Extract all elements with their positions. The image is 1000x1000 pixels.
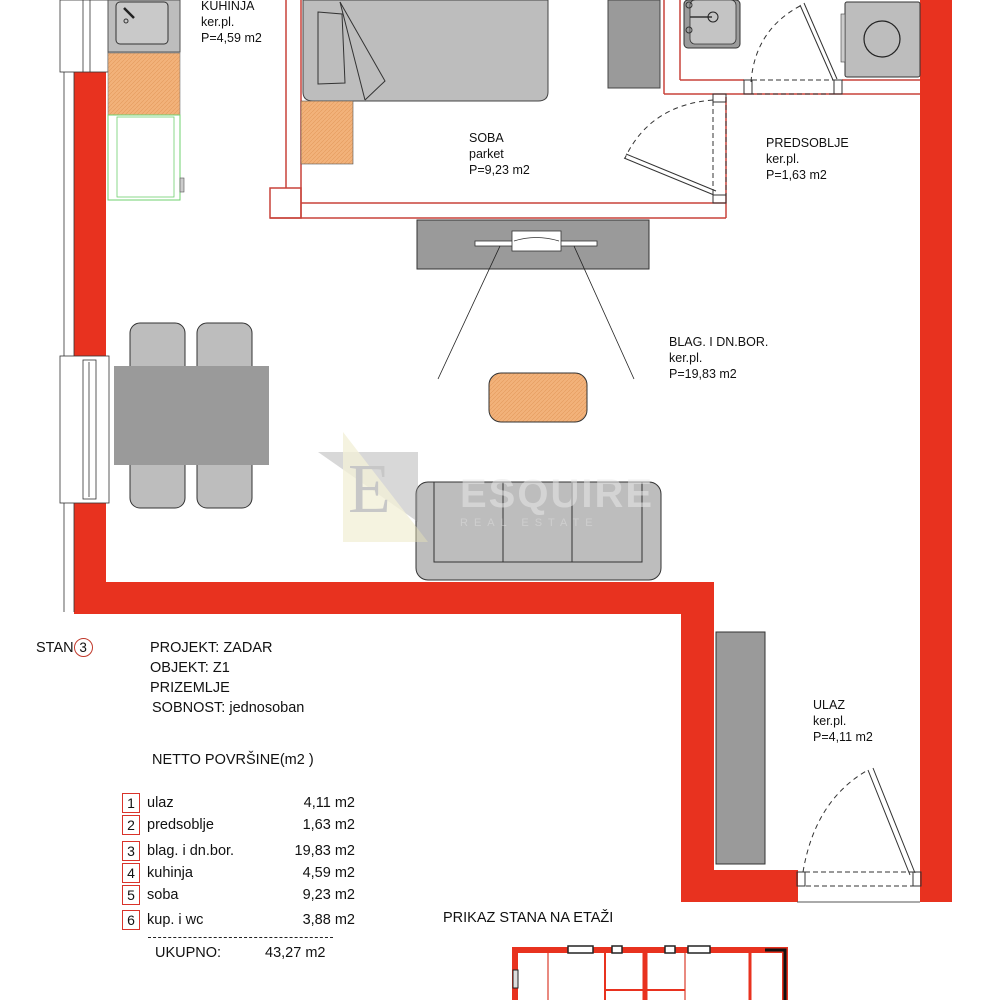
entrance-door	[796, 767, 922, 903]
room-label-ulaz: ULAZ ker.pl. P=4,11 m2	[813, 697, 873, 745]
area-number: 3	[122, 841, 140, 861]
area-name: blag. i dn.bor.	[147, 843, 235, 859]
bathroom-sink	[683, 0, 741, 49]
room-floor: ker.pl.	[201, 15, 235, 29]
washing-machine	[840, 1, 921, 78]
bathroom-door	[743, 2, 843, 95]
room-floor: ker.pl.	[669, 351, 703, 365]
room-label-soba: SOBA parket P=9,23 m2	[469, 130, 530, 178]
room-area: P=19,83 m2	[669, 367, 737, 381]
area-number: 5	[122, 885, 140, 905]
kitchen-counter	[107, 0, 185, 201]
area-number: 4	[122, 863, 140, 883]
area-value: 1,63 m2	[302, 817, 355, 833]
area-row: 6 kup. i wc 3,88 m2	[122, 909, 355, 931]
object-name: OBJEKT: Z1	[150, 660, 230, 676]
room-name: ULAZ	[813, 698, 845, 712]
entrance-wardrobe	[715, 631, 766, 865]
area-row: 1 ulaz 4,11 m2	[122, 792, 355, 814]
bed	[302, 0, 549, 102]
area-row: 5 soba 9,23 m2	[122, 884, 355, 906]
area-name: predsoblje	[147, 817, 214, 833]
overview-plan	[512, 945, 788, 1000]
area-row: 2 predsoblje 1,63 m2	[122, 814, 355, 836]
area-name: soba	[147, 887, 179, 903]
room-area: P=1,63 m2	[766, 168, 827, 182]
tv-unit	[416, 219, 650, 380]
sofa	[415, 481, 662, 581]
room-area: P=4,11 m2	[813, 730, 873, 744]
stan-number-badge: 3	[73, 638, 93, 657]
area-number: 6	[122, 910, 140, 930]
room-name: SOBA	[469, 131, 504, 145]
room-floor: parket	[469, 147, 504, 161]
total-label: UKUPNO:	[155, 945, 222, 961]
soba-door	[623, 93, 727, 204]
overview-title: PRIKAZ STANA NA ETAŽI	[443, 910, 614, 926]
area-value: 4,59 m2	[302, 865, 355, 881]
window-left-middle	[59, 355, 110, 504]
area-value: 3,88 m2	[302, 912, 355, 928]
total-divider	[148, 937, 333, 938]
project-name: PROJEKT: ZADAR	[150, 640, 273, 656]
area-value: 19,83 m2	[294, 843, 355, 859]
area-table: 1 ulaz 4,11 m2 2 predsoblje 1,63 m2 3 bl…	[122, 792, 355, 931]
room-label-predsoblje: PREDSOBLJE ker.pl. P=1,63 m2	[766, 135, 849, 183]
apartment-label: STAN 3	[36, 638, 93, 657]
stan-label: STAN	[36, 639, 74, 656]
window-left-top	[59, 0, 109, 612]
area-value: 4,11 m2	[303, 795, 355, 811]
room-name: BLAG. I DN.BOR.	[669, 335, 769, 349]
area-value: 9,23 m2	[302, 887, 355, 903]
netto-title: NETTO POVRŠINE(m2 )	[152, 752, 314, 768]
area-number: 2	[122, 815, 140, 835]
floor-level: PRIZEMLJE	[150, 680, 230, 696]
area-name: kuhinja	[147, 865, 193, 881]
area-row: 3 blag. i dn.bor. 19,83 m2	[122, 840, 355, 862]
area-name: ulaz	[147, 795, 174, 811]
room-label-kuhinja: KUHINJA ker.pl. P=4,59 m2	[201, 0, 262, 46]
area-number: 1	[122, 793, 140, 813]
room-count: SOBNOST: jednosoban	[152, 700, 305, 716]
dining-set	[114, 322, 269, 509]
room-name: PREDSOBLJE	[766, 136, 849, 150]
total-value: 43,27 m2	[265, 945, 326, 961]
area-name: kup. i wc	[147, 912, 204, 928]
room-name: KUHINJA	[201, 0, 255, 13]
coffee-table	[488, 372, 588, 423]
wardrobe	[607, 0, 661, 89]
nightstand	[300, 100, 354, 165]
project-info: PROJEKT: ZADAR OBJEKT: Z1 PRIZEMLJE SOBN…	[150, 638, 304, 718]
room-floor: ker.pl.	[813, 714, 847, 728]
room-area: P=4,59 m2	[201, 31, 262, 45]
room-label-blagovaonica: BLAG. I DN.BOR. ker.pl. P=19,83 m2	[669, 334, 768, 382]
area-row: 4 kuhinja 4,59 m2	[122, 862, 355, 884]
exterior-walls	[74, 0, 952, 902]
room-area: P=9,23 m2	[469, 163, 530, 177]
total-row: UKUPNO: 43,27 m2	[155, 945, 325, 961]
room-floor: ker.pl.	[766, 152, 800, 166]
